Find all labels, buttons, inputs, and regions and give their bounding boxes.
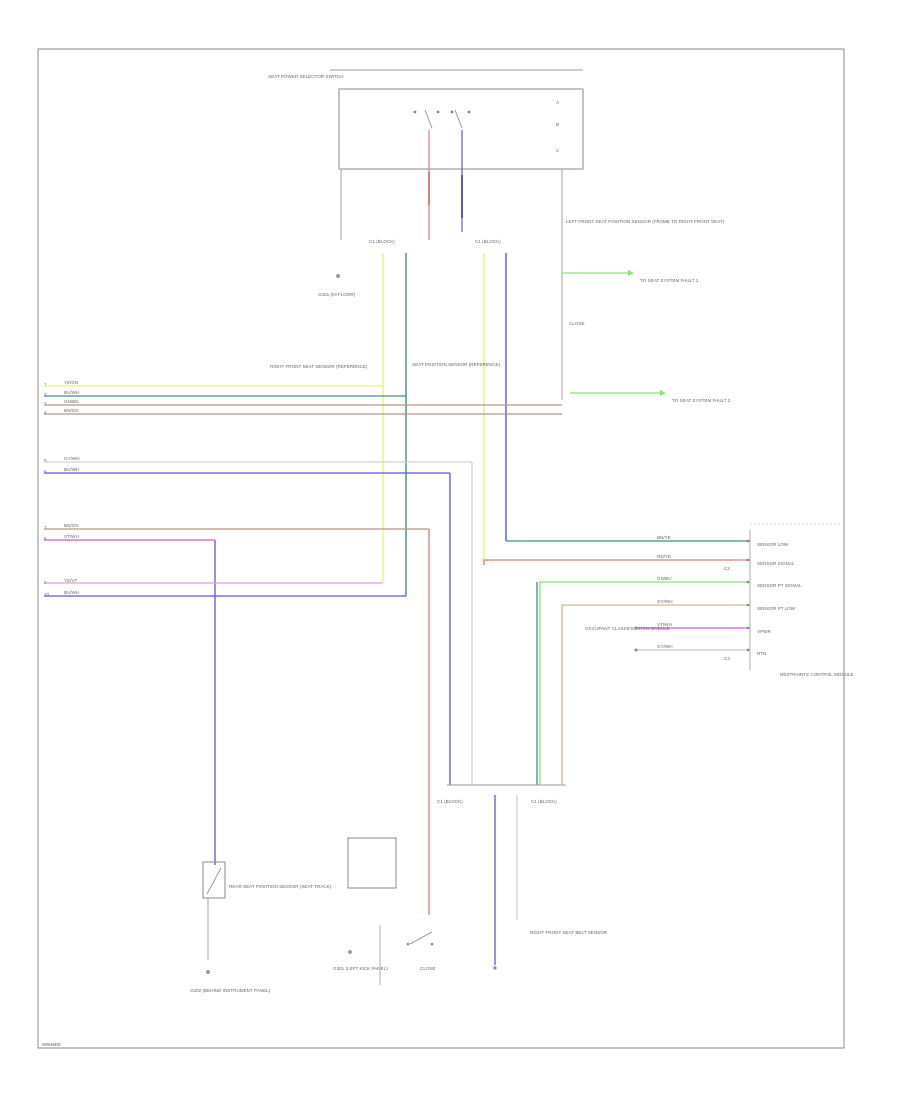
- rcm-wire-6: GY/WH: [657, 644, 673, 649]
- left-pin-5: 5: [44, 458, 47, 463]
- rcm-wire-1: BN/YE: [657, 535, 671, 540]
- wire-code-1: YE/GN: [64, 380, 78, 385]
- switch-contact-2: [436, 110, 440, 114]
- connector-c4-label: C1 (BLOCK): [531, 799, 557, 804]
- wire-rcm-3: [539, 581, 750, 785]
- buckle-switch-arm: [409, 931, 433, 945]
- wire-code-3: GN/BN: [64, 399, 79, 404]
- blue-terminal: [493, 966, 497, 970]
- left-pin-10: 10: [44, 592, 50, 597]
- rcm-pin-dot-3: [746, 580, 750, 584]
- ground-top-symbol: [336, 274, 340, 278]
- switch-contact-4: [467, 110, 471, 114]
- rcm-pin-dot-5: [746, 626, 750, 630]
- switch-pin-b: B: [556, 122, 559, 127]
- wire-code-10: BU/WH: [64, 590, 79, 595]
- ground-bottom-symbol: [206, 970, 210, 974]
- track-sensor-diag: [206, 867, 222, 895]
- rcm-pin-dot-2: [746, 558, 750, 562]
- rcm-pin-dot-1: [746, 539, 750, 543]
- wire-code-5: GY/WH: [64, 456, 80, 461]
- rcm-pin-1-label: SENSOR LOW: [757, 542, 789, 547]
- wire-code-6: BU/WH: [64, 467, 79, 472]
- wire-rcm-2: [483, 559, 750, 565]
- ground-bottom-label: G202 (BEHIND INSTRUMENT PANEL): [190, 988, 271, 993]
- rcm-pin-code-1: C2: [724, 566, 730, 571]
- buckle-switch-contact-1: [406, 942, 410, 946]
- switch-pin-a: A: [556, 100, 560, 105]
- seat-switch-label: SEAT POWER SELECTOR SWITCH: [268, 74, 344, 79]
- occupant-sensor-dot-2: [634, 648, 638, 652]
- rcm-pin-code-2: C2: [724, 656, 730, 661]
- switch-pin-c: C: [556, 148, 560, 153]
- wire-rcm-4: [561, 604, 750, 785]
- right-sensor-label: RIGHT FRONT SEAT BELT SENSOR: [530, 930, 608, 935]
- left-pin-2: 2: [44, 392, 47, 397]
- left-pin-7: 7: [44, 525, 47, 530]
- wire-code-2: BU/WH: [64, 390, 79, 395]
- rcm-wire-5: VT/WH: [657, 622, 672, 627]
- to-seat-2-arrow: [660, 390, 666, 396]
- module-note-label: LEFT FRONT SEAT POSITION SENSOR (FRAME T…: [566, 219, 725, 224]
- to-seat-1-label: TO SEAT SYSTEM FAULT 1: [640, 278, 699, 283]
- rcm-pin-6-label: RTN: [757, 651, 766, 656]
- switch-contact-1: [413, 110, 417, 114]
- seat-switch-box: [338, 88, 584, 170]
- ground-center-symbol: [348, 950, 352, 954]
- rcm-pin-3-label: SENSOR PT SIGNAL: [757, 583, 802, 588]
- rcm-pin-5-label: VPWR: [757, 629, 771, 634]
- wire-code-8: VT/WH: [64, 534, 79, 539]
- to-seat-1-arrow: [628, 270, 634, 276]
- rcm-wire-2: RD/YE: [657, 554, 671, 559]
- rcm-pin-4-label: SENSOR PT LOW: [757, 606, 796, 611]
- wire-code-9: YE/VT: [64, 578, 77, 583]
- shield-note-label: SEAT POSITION SENSOR (REFERENCE): [412, 362, 501, 367]
- left-pin-6: 6: [44, 469, 47, 474]
- ground-center-label: G301 (LEFT KICK PANEL): [333, 966, 388, 971]
- left-pin-4: 4: [44, 410, 47, 415]
- switch-arm-2: [454, 109, 463, 129]
- wire-code-4: BN/GN: [64, 408, 79, 413]
- switch-arm-1: [424, 109, 433, 129]
- switch-contact-3: [450, 110, 454, 114]
- sensor-note-label: RIGHT FRONT SEAT SENSOR (REFERENCE): [270, 364, 368, 369]
- track-sensor-box: [202, 861, 226, 899]
- rcm-module-label: RESTRAINTS CONTROL MODULE: [780, 672, 854, 677]
- ground-center-box: [347, 837, 397, 889]
- left-pin-1: 1: [44, 382, 47, 387]
- ground-top-label: G401 (IN FLOOR): [318, 292, 356, 297]
- connector-c2-label: C1 (BLOCK): [475, 239, 501, 244]
- occupant-sensor-label: OCCUPANT CLASSIFICATION MODULE: [585, 626, 670, 631]
- connector-c1-label: C1 (BLOCK): [369, 239, 395, 244]
- rcm-wire-3: GN/BU: [657, 576, 672, 581]
- connector-c3-label: C1 (BLOCK): [437, 799, 463, 804]
- wire-code-7: BN/GN: [64, 523, 79, 528]
- to-seat-2-label: TO SEAT SYSTEM FAULT 2: [672, 398, 731, 403]
- rcm-pin-2-label: SENSOR SIGNAL: [757, 561, 795, 566]
- page-code: W5H6D6: [42, 1042, 61, 1047]
- close-label: CLOSE: [569, 321, 585, 326]
- diagram-frame: [37, 48, 845, 1049]
- buckle-switch-contact-2: [430, 942, 434, 946]
- rcm-pin-dot-6: [746, 648, 750, 652]
- rcm-pin-dot-4: [746, 603, 750, 607]
- occupant-sensor-dot: [634, 626, 638, 630]
- left-pin-8: 8: [44, 536, 47, 541]
- left-pin-3: 3: [44, 401, 47, 406]
- buckle-note-label: CLOSE: [420, 966, 436, 971]
- track-sensor-label: REAR SEAT POSITION SENSOR (SEAT TRACK): [229, 884, 332, 889]
- rcm-wire-4: GY/WH: [657, 599, 673, 604]
